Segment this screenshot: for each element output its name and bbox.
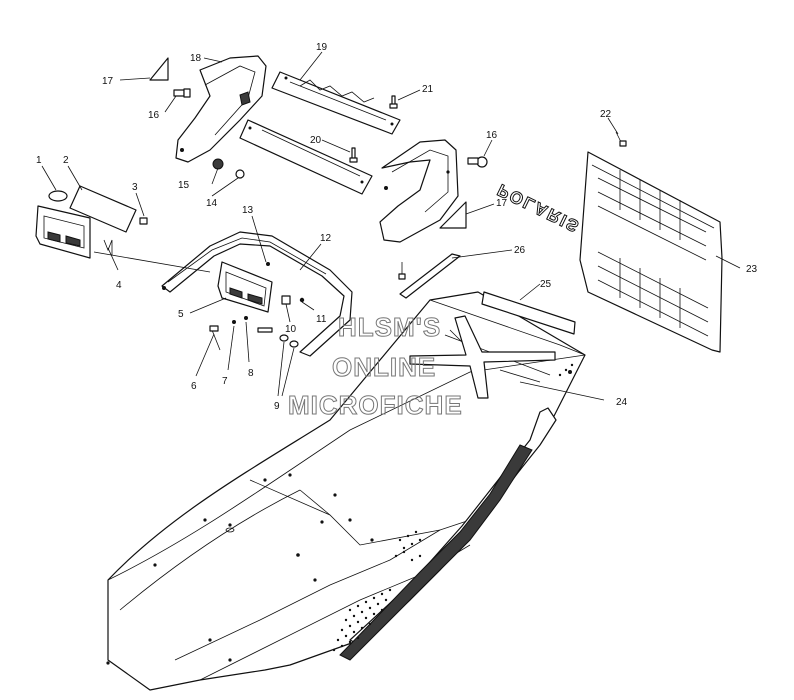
- rear-bumper: [161, 231, 353, 357]
- watermark-line-1: HLSM'S: [338, 312, 441, 342]
- watermark-line-3: MICROFICHE: [288, 390, 463, 420]
- leader-lines: [41, 51, 741, 401]
- bolt-6: [209, 325, 221, 351]
- screw-21: [389, 95, 398, 109]
- flap-support-x: [409, 315, 556, 399]
- bolt-16-left: [173, 88, 191, 98]
- screw-22: [615, 131, 627, 147]
- callout-labels: 1 2 3 4 5 6 7 8 9 10 11 12 13 14 15 16 1…: [36, 42, 758, 412]
- wire-4: [103, 239, 113, 255]
- strip-26: [399, 253, 461, 299]
- callout-23: 23: [746, 264, 758, 275]
- nut-11: [299, 297, 305, 303]
- upper-cross-bar: [271, 71, 401, 135]
- lower-cross-bar: [239, 119, 373, 195]
- callout-6: 6: [191, 381, 197, 392]
- washer-15: [212, 158, 224, 170]
- callout-10: 10: [285, 324, 297, 335]
- washer-7: [232, 320, 236, 324]
- callout-16-left: 16: [148, 110, 160, 121]
- screw-9: [257, 327, 299, 348]
- screw-3: [139, 217, 148, 225]
- callout-20: 20: [310, 135, 322, 146]
- callout-9: 9: [274, 401, 280, 412]
- screw-20: [349, 147, 358, 163]
- callout-25: 25: [540, 279, 552, 290]
- bolt-16-right: [467, 156, 488, 168]
- callout-19: 19: [316, 42, 328, 53]
- callout-5: 5: [178, 309, 184, 320]
- callout-24: 24: [616, 397, 628, 408]
- callout-14: 14: [206, 198, 218, 209]
- nut-14: [235, 169, 245, 179]
- callout-17-left: 17: [102, 76, 114, 87]
- callout-15: 15: [178, 180, 190, 191]
- callout-8: 8: [248, 368, 254, 379]
- callout-21: 21: [422, 84, 434, 95]
- left-grab-handle: [175, 55, 267, 163]
- taillight-lower: [217, 261, 273, 313]
- plate-25: [481, 291, 576, 335]
- lens-plate: [69, 185, 137, 233]
- right-grab-handle: [379, 139, 459, 243]
- flap-logo: POLARIS: [495, 180, 584, 236]
- callout-12: 12: [320, 233, 332, 244]
- callout-22: 22: [600, 109, 612, 120]
- callout-18: 18: [190, 53, 202, 64]
- callout-16-right: 16: [486, 130, 498, 141]
- watermark-line-2: ONLINE: [332, 352, 436, 382]
- callout-13: 13: [242, 205, 254, 216]
- bulb: [48, 190, 68, 202]
- taillight-upper: [35, 205, 91, 259]
- perforation-pattern: [332, 363, 574, 652]
- callout-17-right: 17: [496, 198, 508, 209]
- watermark: HLSM'S ONLINE MICROFICHE: [288, 312, 463, 421]
- callout-2: 2: [63, 155, 69, 166]
- callout-11: 11: [316, 314, 327, 325]
- callout-3: 3: [132, 182, 138, 193]
- bushing-10: [281, 295, 291, 305]
- callout-4: 4: [116, 280, 122, 291]
- reflector-decal-left: [149, 57, 169, 81]
- callout-7: 7: [222, 376, 228, 387]
- reflector-decal-right: [439, 201, 467, 229]
- callout-1: 1: [36, 155, 42, 166]
- callout-26: 26: [514, 245, 526, 256]
- nut-8: [244, 316, 248, 320]
- tunnel: [106, 291, 586, 691]
